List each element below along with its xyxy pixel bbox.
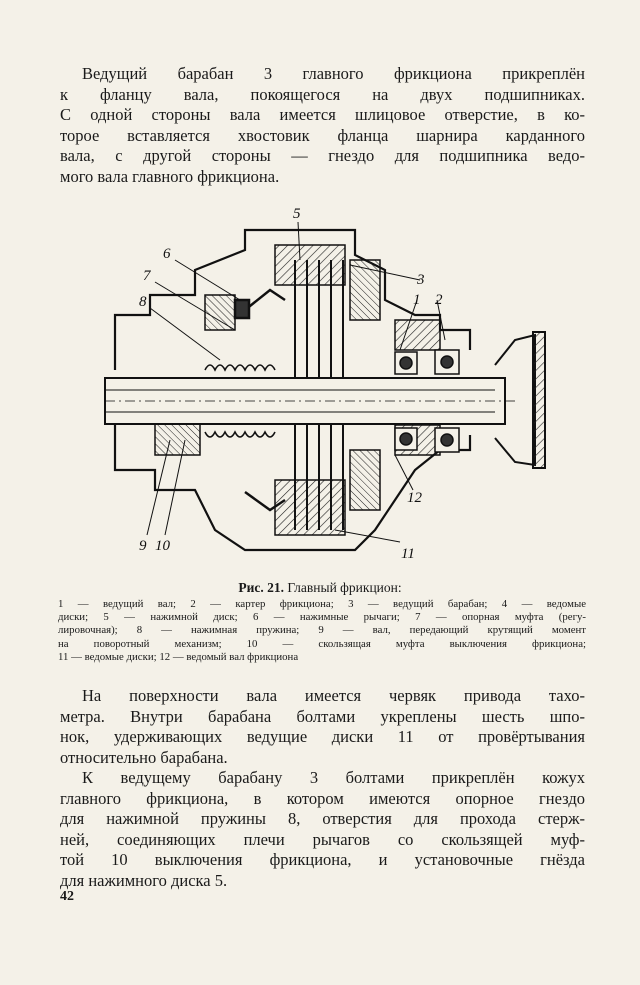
text-line: для нажимной пружины 8, отверстия для пр… xyxy=(60,809,585,828)
output-flange xyxy=(494,331,546,469)
text-line: нок, удерживающих ведущие диски 11 от пр… xyxy=(60,727,585,746)
text-line: К ведущему барабану 3 болтами прикреплён… xyxy=(82,768,585,787)
text-line: На поверхности вала имеется червяк приво… xyxy=(82,686,585,705)
legend-line: лировочная); 8 — нажимная пружина; 9 — в… xyxy=(58,624,586,637)
leader-lines xyxy=(146,221,446,543)
main-shaft xyxy=(104,377,515,425)
legend-line: 11 — ведомые диски; 12 — ведомый вал фри… xyxy=(58,650,299,663)
text-line: вала, с другой стороны — гнездо для подш… xyxy=(60,146,585,165)
text-line: торое вставляется хвостовик фланца шарни… xyxy=(60,125,585,145)
callout-8: 8 xyxy=(139,294,147,310)
callout-12: 12 xyxy=(407,490,423,506)
figure-number: Рис. 21. xyxy=(238,580,285,595)
legend-line: на поворотный механизм; 10 — скользящая … xyxy=(58,637,586,650)
page-number: 42 xyxy=(60,889,74,904)
callout-1: 1 xyxy=(413,292,421,308)
text-line: метра. Внутри барабана болтами укреплены… xyxy=(60,706,585,726)
release-levers xyxy=(233,288,286,512)
text-line: ней, соединяющих плечи рычагов со скольз… xyxy=(60,829,585,849)
text-line: для нажимного диска 5. xyxy=(60,870,228,890)
text-line: Ведущий барабан 3 главного фрикциона при… xyxy=(82,64,585,83)
text-line: главного фрикциона, в котором имеются оп… xyxy=(60,788,585,808)
callout-2: 2 xyxy=(435,292,443,308)
text-line: к фланцу вала, покоящегося на двух подши… xyxy=(60,84,585,104)
main-clutch-figure: 5 6 7 8 3 1 2 12 11 9 10 xyxy=(95,200,555,570)
legend-line: 1 — ведущий вал; 2 — картер фрикциона; 3… xyxy=(58,598,586,610)
callout-5: 5 xyxy=(293,206,301,222)
legend-line: диски; 5 — нажимной диск; 6 — нажимные р… xyxy=(58,611,586,624)
callout-7: 7 xyxy=(143,268,152,284)
callout-9: 9 xyxy=(139,538,147,554)
paragraph-drum-description: Ведущий барабан 3 главного фрикциона при… xyxy=(60,64,585,187)
callout-3: 3 xyxy=(416,272,425,288)
figure-caption: Рис. 21. Главный фрикцион: xyxy=(0,580,640,596)
paragraph-shaft-surface: На поверхности вала имеется червяк приво… xyxy=(60,686,585,768)
figure-legend: 1 — ведущий вал; 2 — картер фрикциона; 3… xyxy=(58,598,586,664)
text-line: мого вала главного фрикциона. xyxy=(60,166,280,186)
callout-6: 6 xyxy=(163,246,171,262)
bearings xyxy=(394,349,460,453)
figure-title: Главный фрикцион: xyxy=(287,580,402,595)
clutch-cross-section-drawing: 5 6 7 8 3 1 2 12 11 9 10 xyxy=(104,206,546,562)
text-line: С одной стороны вала имеется шлицовое от… xyxy=(60,105,585,124)
pressure-spring xyxy=(204,364,276,438)
callout-11: 11 xyxy=(401,546,415,562)
callout-10: 10 xyxy=(155,538,171,554)
paragraph-clutch-cover: К ведущему барабану 3 болтами прикреплён… xyxy=(60,768,585,891)
text-line: той 10 выключения фрикциона, и установоч… xyxy=(60,850,585,869)
text-line: относительно барабана. xyxy=(60,747,228,767)
